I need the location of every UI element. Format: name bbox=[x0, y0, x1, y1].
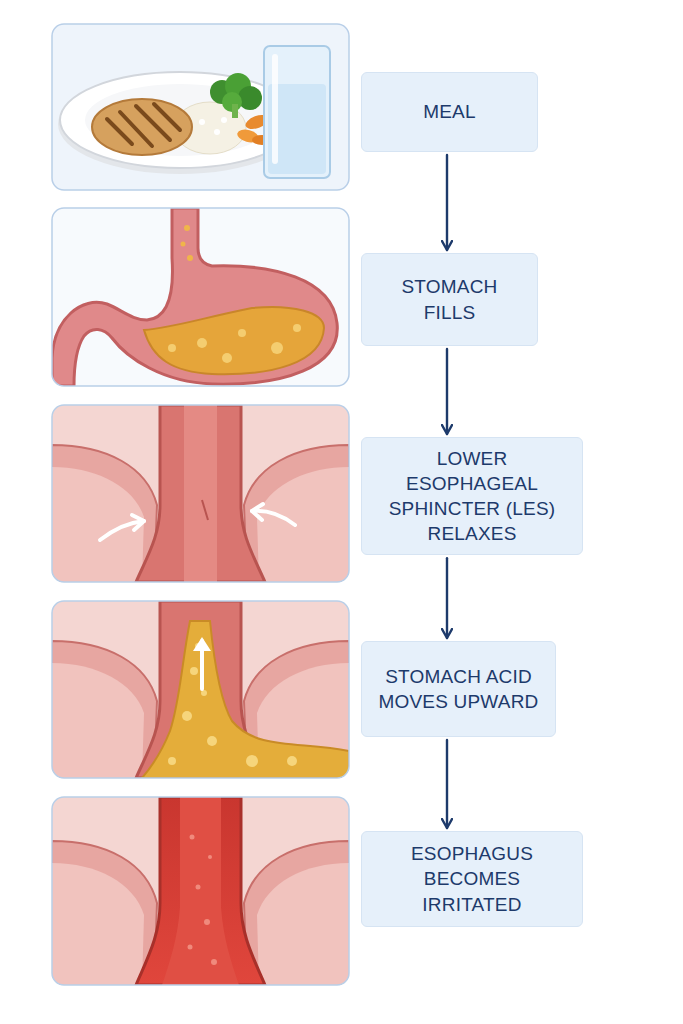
step-label: MEAL bbox=[374, 99, 525, 124]
step-label: STOMACH ACID MOVES UPWARD bbox=[374, 664, 543, 714]
reflux-illustration bbox=[52, 601, 349, 778]
flow-arrow bbox=[446, 349, 448, 434]
flow-arrow bbox=[446, 558, 448, 638]
flow-arrow bbox=[446, 740, 448, 828]
sphincter-illustration bbox=[52, 405, 349, 582]
step-label: ESOPHAGUS BECOMES IRRITATED bbox=[374, 841, 570, 916]
process-box: STOMACH ACID MOVES UPWARD bbox=[361, 641, 556, 737]
flow-arrow bbox=[446, 155, 448, 250]
step-label: STOMACH FILLS bbox=[374, 274, 525, 324]
process-box: ESOPHAGUS BECOMES IRRITATED bbox=[361, 831, 583, 927]
process-box: MEAL bbox=[361, 72, 538, 152]
meal-illustration bbox=[52, 24, 349, 190]
process-box: LOWER ESOPHAGEAL SPHINCTER (LES) RELAXES bbox=[361, 437, 583, 555]
irritation-illustration bbox=[52, 797, 349, 985]
process-box: STOMACH FILLS bbox=[361, 253, 538, 346]
step-label: LOWER ESOPHAGEAL SPHINCTER (LES) RELAXES bbox=[374, 446, 570, 546]
stomach-illustration bbox=[52, 208, 349, 386]
